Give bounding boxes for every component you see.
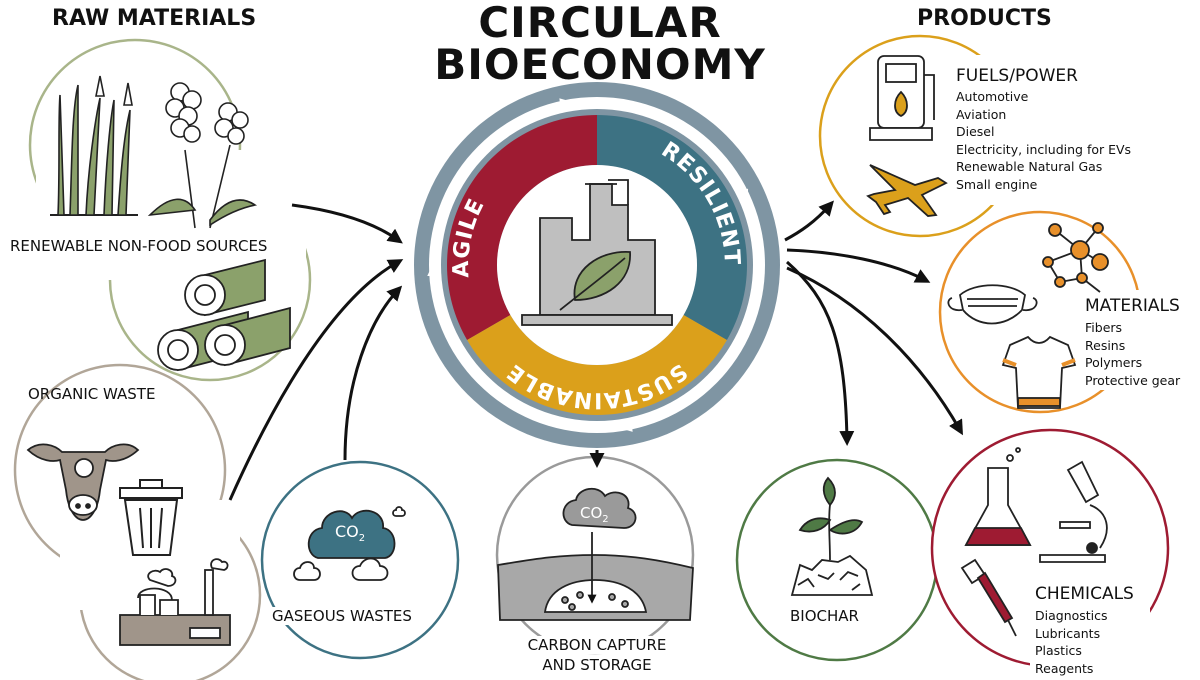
gaseous-wastes-bubble bbox=[260, 460, 460, 660]
materials-bubble bbox=[938, 210, 1195, 414]
list-item: Plastics bbox=[1035, 643, 1082, 658]
biorefinery-icon bbox=[521, 179, 673, 326]
molecule-icon bbox=[1042, 222, 1109, 293]
list-item: Protective gear bbox=[1085, 372, 1181, 388]
list-item: Reagents bbox=[1035, 660, 1094, 676]
segment-agile bbox=[447, 115, 597, 340]
chemicals-title: CHEMICALS bbox=[1035, 584, 1134, 604]
co2-underground-icon bbox=[497, 487, 694, 621]
grass-icon bbox=[50, 75, 138, 216]
list-item: Automotive bbox=[956, 89, 1029, 104]
list-item: Polymers bbox=[1085, 355, 1143, 370]
microscope-icon bbox=[1039, 460, 1108, 563]
chemicals-list: Diagnostics Lubricants Plastics Reagents bbox=[1035, 607, 1108, 677]
seedling-icon bbox=[790, 476, 874, 596]
flask-icon bbox=[964, 447, 1032, 546]
list-item: Diagnostics bbox=[1035, 608, 1108, 623]
list-item: Resins bbox=[1085, 337, 1126, 353]
cow-icon bbox=[26, 443, 140, 521]
raw-materials-heading: RAW MATERIALS bbox=[52, 6, 257, 31]
factory-icon bbox=[119, 558, 231, 646]
flow-arrows bbox=[228, 200, 963, 501]
gaseous-co2-label: CO2 bbox=[335, 522, 366, 545]
arrow-gaseous-to-center bbox=[343, 285, 403, 461]
organic-waste-label: ORGANIC WASTE bbox=[28, 385, 156, 403]
fuel-pump-icon bbox=[869, 55, 935, 141]
co2-cloud-icon bbox=[293, 506, 406, 581]
face-mask-icon bbox=[947, 284, 1038, 325]
biochar-bubble bbox=[735, 458, 939, 662]
biochar-label: BIOCHAR bbox=[790, 607, 859, 625]
arrow-to-biochar bbox=[786, 260, 855, 446]
materials-list: Fibers Resins Polymers Protective gear bbox=[1085, 319, 1180, 389]
arrow-organic-to-center bbox=[228, 259, 404, 501]
arrow-to-materials bbox=[786, 248, 931, 283]
carbon-co2-label: CO2 bbox=[580, 504, 609, 525]
sorghum-icon bbox=[147, 82, 258, 229]
materials-title: MATERIALS bbox=[1085, 296, 1180, 316]
ring-cycle-arrows bbox=[427, 98, 764, 432]
trash-can-icon bbox=[119, 479, 183, 556]
airplane-icon bbox=[866, 164, 948, 217]
t-shirt-icon bbox=[1001, 335, 1077, 409]
list-item: Aviation bbox=[956, 106, 1007, 122]
carbon-capture-label-line2: AND STORAGE bbox=[542, 656, 652, 674]
arrow-to-chemicals bbox=[786, 266, 963, 436]
page-title-line1: CIRCULAR bbox=[478, 0, 722, 47]
list-item: Small engine bbox=[956, 176, 1038, 192]
list-item: Fibers bbox=[1085, 320, 1123, 335]
gaseous-wastes-label: GASEOUS WASTES bbox=[272, 607, 412, 625]
renewable-sources-label: RENEWABLE NON-FOOD SOURCES bbox=[10, 237, 268, 255]
arrow-renewable-to-center bbox=[291, 203, 403, 244]
arrow-to-fuels bbox=[784, 200, 834, 242]
logs-icon bbox=[157, 258, 291, 372]
list-item: Diesel bbox=[956, 124, 995, 139]
page-title-line2: BIOECONOMY bbox=[434, 40, 766, 89]
segment-resilient bbox=[597, 115, 747, 340]
list-item: Lubricants bbox=[1035, 625, 1101, 641]
list-item: Electricity, including for EVs bbox=[956, 141, 1132, 157]
products-heading: PRODUCTS bbox=[917, 6, 1052, 31]
fuels-list: Automotive Aviation Diesel Electricity, … bbox=[956, 88, 1131, 193]
carbon-capture-label-line1: CARBON CAPTURE bbox=[502, 636, 692, 654]
fuels-title: FUELS/POWER bbox=[956, 66, 1078, 86]
dropper-icon bbox=[960, 558, 1017, 637]
list-item: Renewable Natural Gas bbox=[956, 159, 1103, 174]
